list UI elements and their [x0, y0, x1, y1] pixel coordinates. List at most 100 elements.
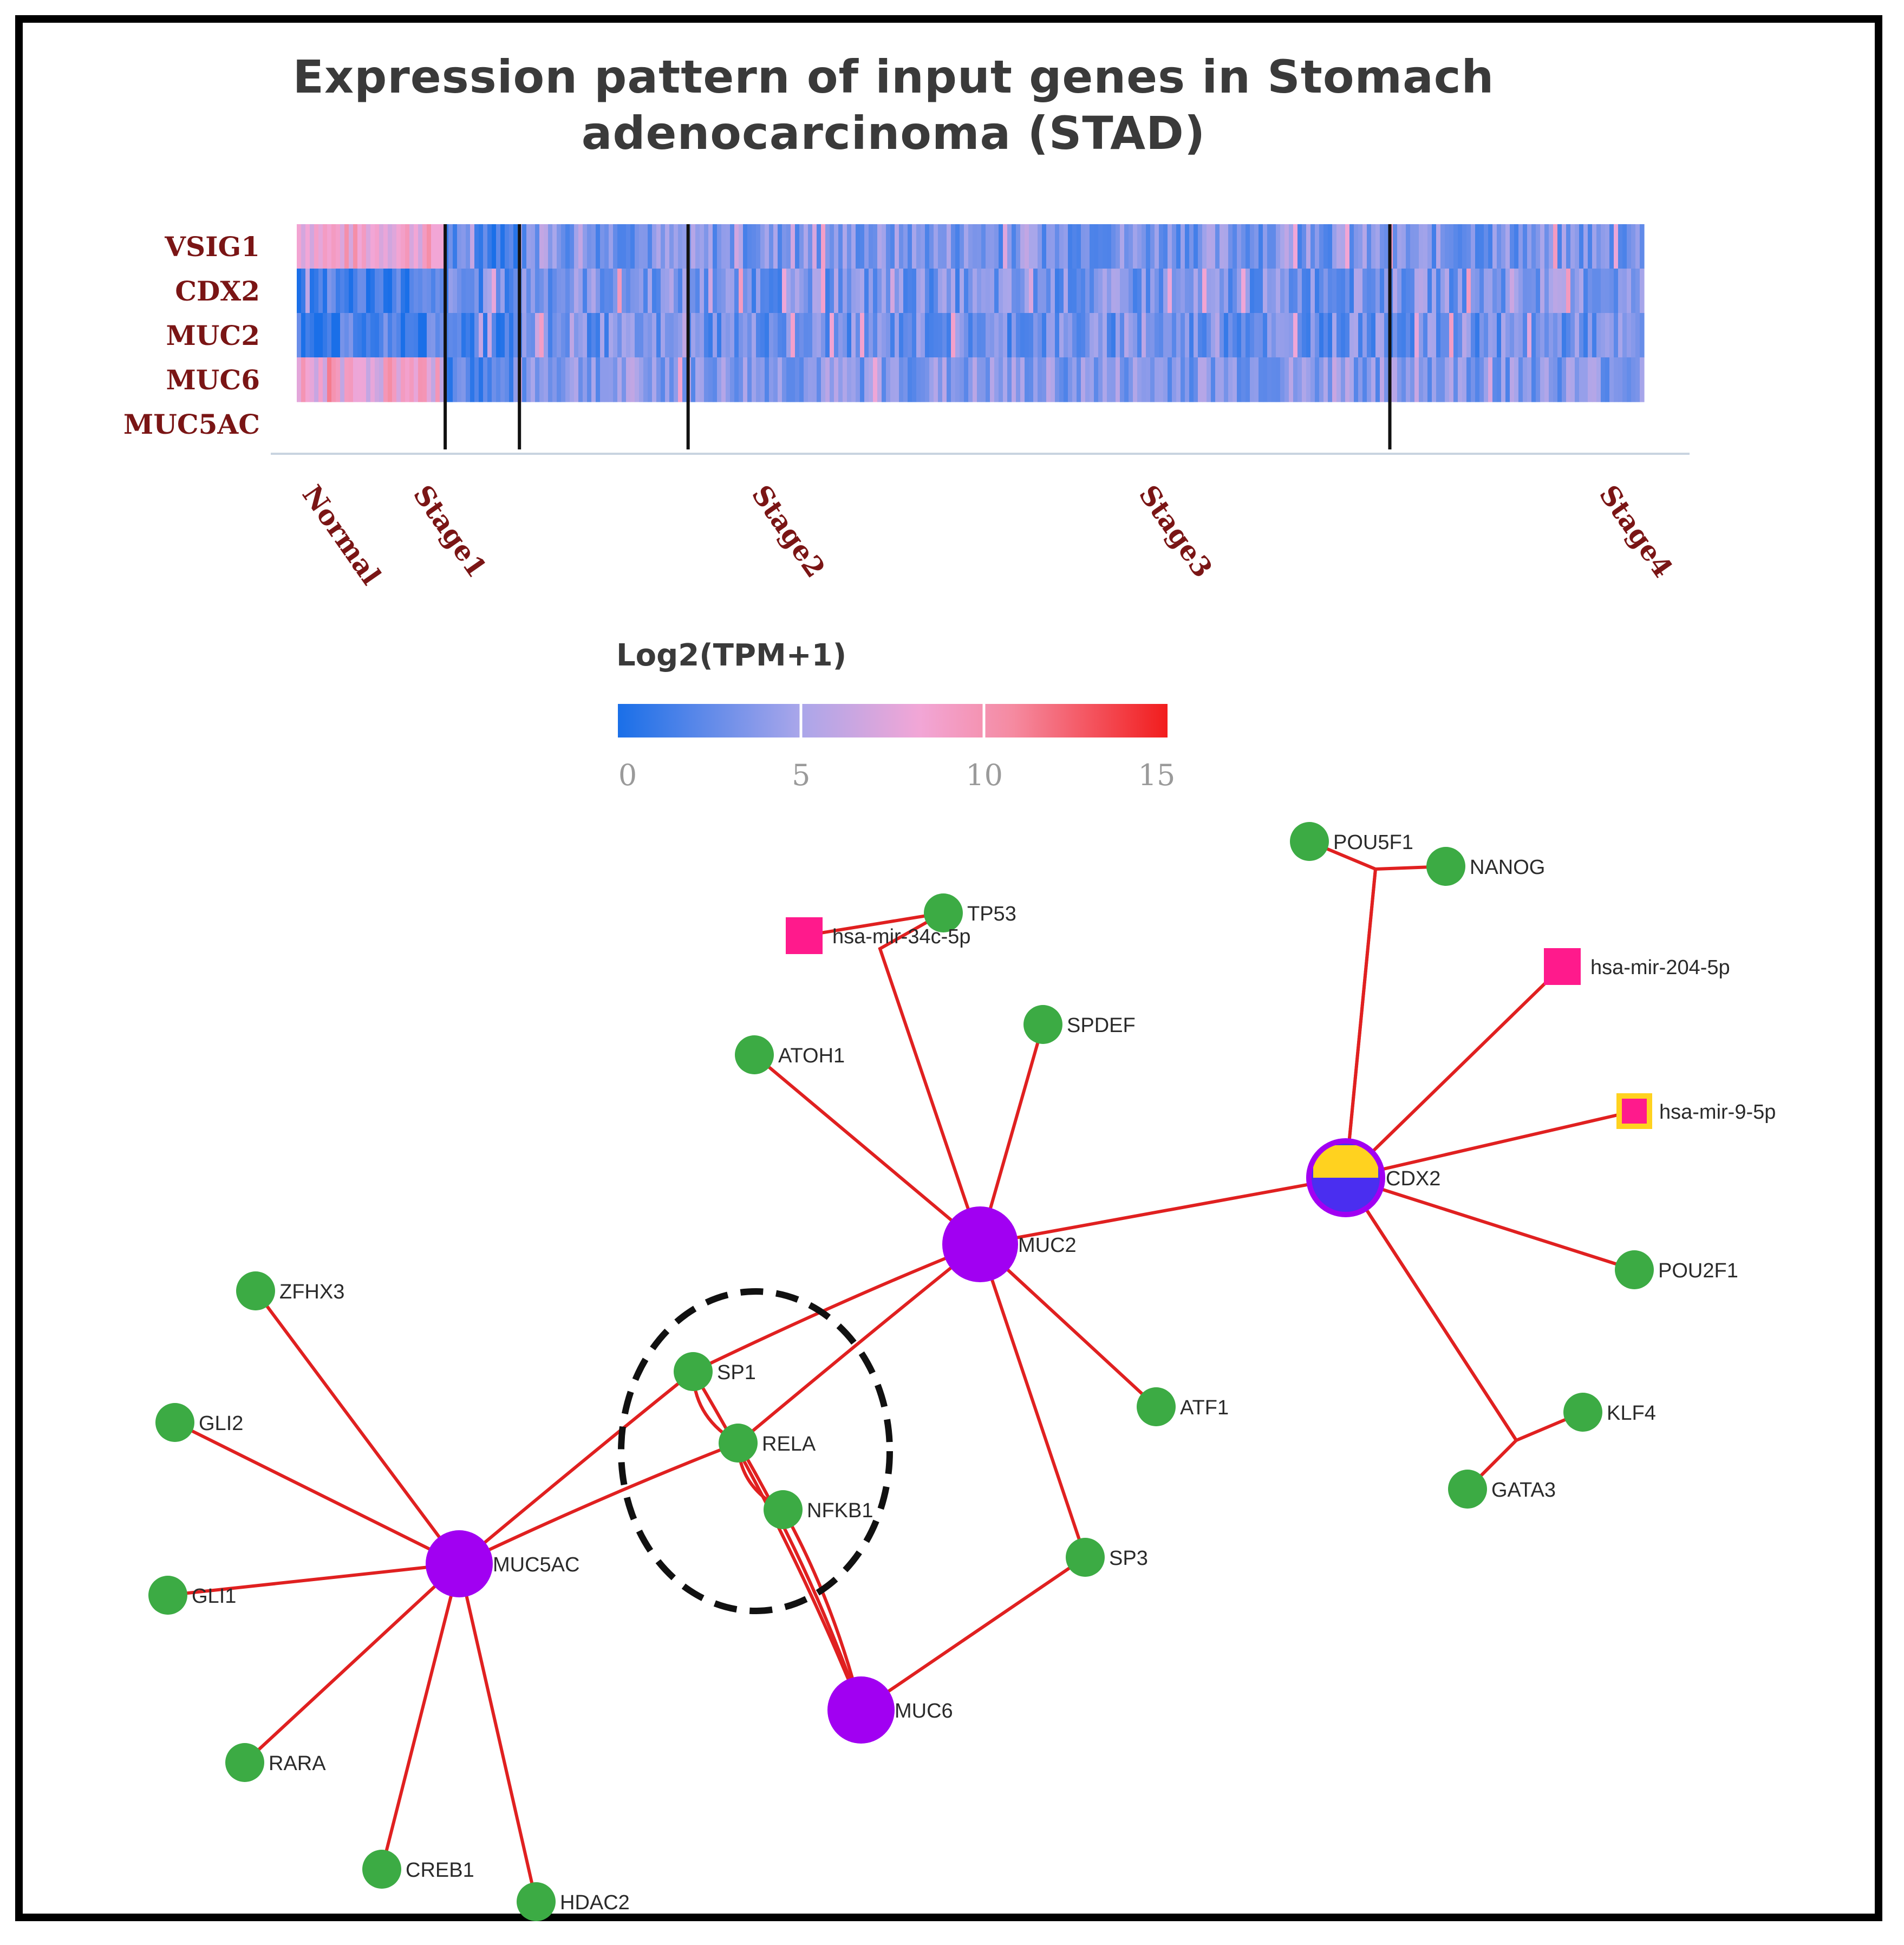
heatmap-cell	[1077, 269, 1081, 314]
heatmap-cell	[496, 313, 501, 358]
heatmap-cell	[1557, 269, 1562, 314]
heatmap-cell	[700, 313, 705, 358]
heatmap-cell	[557, 224, 562, 269]
heatmap-cell	[908, 269, 912, 314]
heatmap-cell	[1215, 224, 1220, 269]
heatmap-cell	[1107, 313, 1112, 358]
heatmap-cell	[955, 313, 960, 358]
heatmap-cell	[457, 313, 462, 358]
heatmap-cell	[1029, 357, 1034, 402]
heatmap-cell	[1531, 224, 1536, 269]
heatmap-cell	[1527, 313, 1532, 358]
heatmap-cell	[804, 357, 808, 402]
heatmap-cell	[1198, 313, 1203, 358]
heatmap-cell	[856, 269, 860, 314]
heatmap-cell	[1475, 313, 1480, 358]
heatmap-cell	[1614, 224, 1619, 269]
heatmap-cell	[492, 357, 497, 402]
heatmap-cell	[1012, 224, 1016, 269]
heatmap-cell	[587, 269, 592, 314]
heatmap-cell	[1090, 224, 1094, 269]
heatmap-cell	[1228, 224, 1233, 269]
heatmap-cell	[622, 357, 627, 402]
heatmap-cell	[344, 269, 349, 314]
heatmap-cell	[1133, 269, 1138, 314]
heatmap-cell	[1328, 269, 1333, 314]
heatmap-cell	[678, 313, 683, 358]
heatmap-cell	[1492, 269, 1497, 314]
heatmap-cell	[639, 224, 644, 269]
label-zfhx3: ZFHX3	[279, 1281, 344, 1303]
heatmap-cell	[1003, 313, 1008, 358]
heatmap-cell	[1263, 224, 1268, 269]
heatmap-cell	[1367, 357, 1372, 402]
edge-muc5ac-creb1	[380, 1563, 461, 1870]
heatmap-cell	[1401, 269, 1406, 314]
heatmap-cell	[674, 313, 679, 358]
heatmap-cell	[1012, 313, 1016, 358]
heatmap-cell	[1380, 313, 1385, 358]
heatmap-cell	[1020, 357, 1025, 402]
label-atoh1: ATOH1	[778, 1045, 845, 1067]
heatmap-cell	[942, 269, 947, 314]
heatmap-cell	[1012, 357, 1016, 402]
heatmap-cell	[1259, 224, 1263, 269]
heatmap-cell	[847, 357, 852, 402]
heatmap-cell	[401, 269, 406, 314]
heatmap-cell	[903, 269, 908, 314]
heatmap-cell	[717, 357, 722, 402]
heatmap-cell	[817, 313, 821, 358]
heatmap-cell	[674, 224, 679, 269]
heatmap-cell	[773, 313, 778, 358]
heatmap-cell	[570, 224, 575, 269]
heatmap-cell	[388, 224, 393, 269]
heatmap-cell	[1618, 224, 1623, 269]
heatmap-cell	[795, 313, 800, 358]
heatmap-cell	[1440, 357, 1445, 402]
heatmap-cell	[994, 357, 999, 402]
heatmap-cell	[1146, 269, 1151, 314]
heatmap-cell	[1185, 269, 1190, 314]
heatmap-cell	[617, 269, 622, 314]
heatmap-cell	[938, 357, 943, 402]
heatmap-cell	[1484, 357, 1489, 402]
heatmap-cell	[1033, 357, 1038, 402]
heatmap-cell	[1267, 224, 1272, 269]
heatmap-cell	[1566, 357, 1571, 402]
heatmap-cell	[778, 313, 783, 358]
heatmap-cell	[1176, 357, 1181, 402]
label-cdx2: CDX2	[1386, 1167, 1440, 1190]
heatmap-cell	[734, 224, 739, 269]
heatmap-cell	[994, 313, 999, 358]
heatmap-cell	[1120, 357, 1125, 402]
heatmap-cell	[1284, 224, 1289, 269]
heatmap-cell	[1527, 224, 1532, 269]
label-gata3: GATA3	[1491, 1479, 1556, 1502]
label-muc6: MUC6	[895, 1700, 953, 1722]
heatmap-cell	[1159, 357, 1164, 402]
heatmap-cell	[1375, 269, 1380, 314]
heatmap-cell	[882, 357, 886, 402]
heatmap-cell	[1401, 313, 1406, 358]
heatmap-cell	[414, 224, 419, 269]
heatmap-cell	[899, 313, 904, 358]
heatmap-cell	[1284, 269, 1289, 314]
heatmap-cell	[383, 224, 388, 269]
heatmap-cell	[435, 357, 440, 402]
heatmap-cell	[717, 269, 722, 314]
heatmap-cell	[1492, 357, 1497, 402]
heatmap-cell	[1302, 224, 1307, 269]
heatmap-cell	[1427, 357, 1432, 402]
heatmap-cell	[799, 313, 804, 358]
heatmap-cell	[795, 224, 800, 269]
heatmap-cell	[366, 357, 371, 402]
colorbar-tick-label: 15	[1138, 758, 1176, 792]
heatmap-cell	[1129, 357, 1133, 402]
heatmap-cell	[1111, 357, 1116, 402]
heatmap-cell	[834, 224, 839, 269]
heatmap-cell	[1033, 269, 1038, 314]
node-pou2f1	[1615, 1250, 1654, 1289]
heatmap-cell	[695, 357, 700, 402]
heatmap-cell	[635, 313, 640, 358]
heatmap-cell	[973, 313, 977, 358]
